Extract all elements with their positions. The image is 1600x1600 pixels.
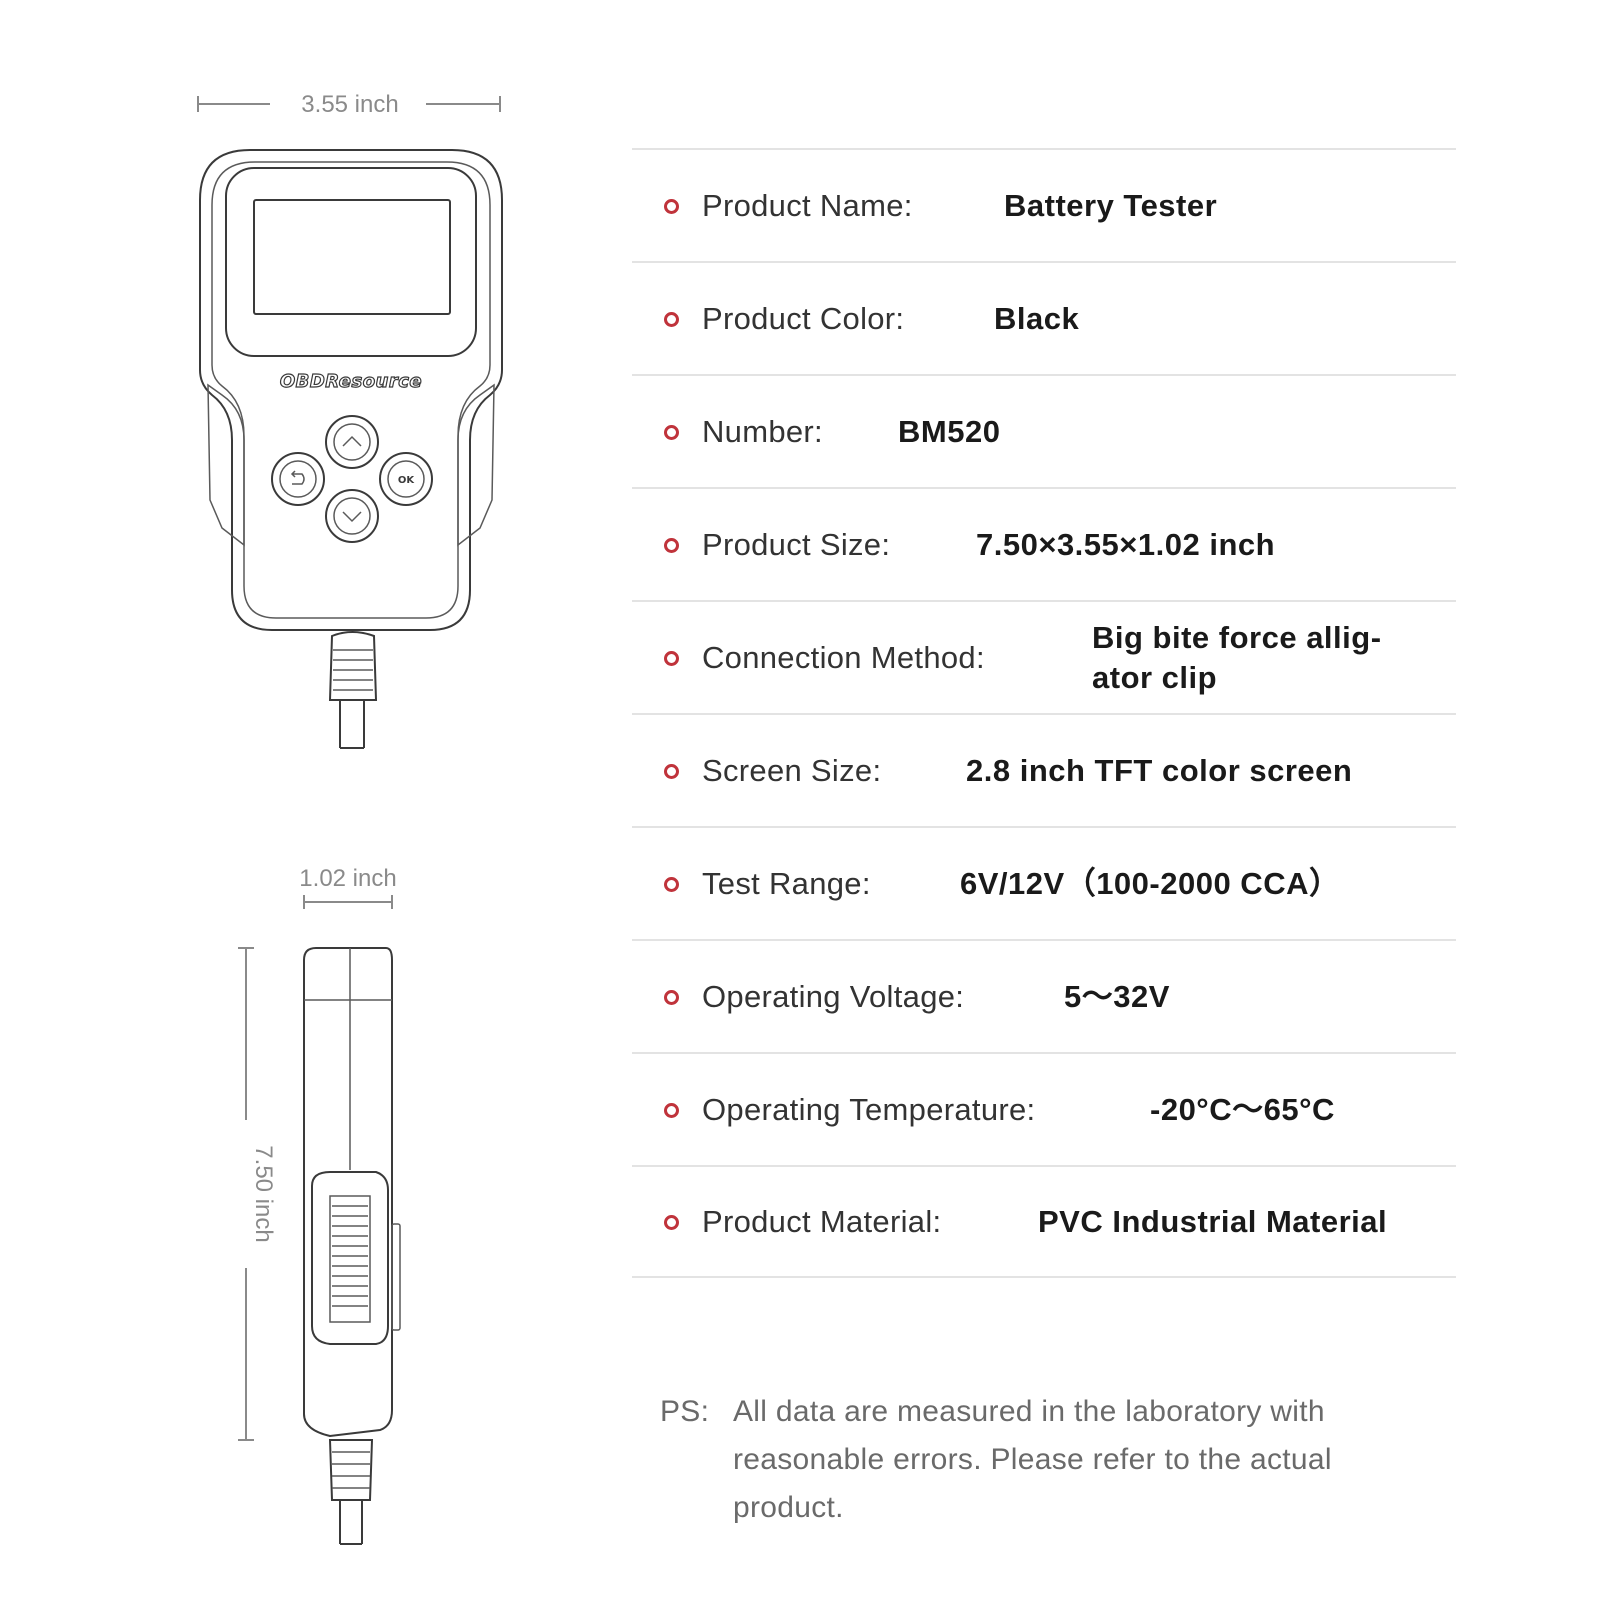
width-dimension-label: 3.55 inch — [301, 91, 398, 118]
ps-prefix: PS: — [660, 1395, 710, 1428]
ps-note: PS: All data are measured in the laborat… — [660, 1388, 1450, 1532]
back-arrow-icon — [290, 470, 305, 485]
bullet-icon — [664, 1214, 679, 1230]
device-drawing: 3.55 inch OBDResource — [197, 91, 503, 1545]
spec-value: 6V/12V（100-2000 CCA） — [960, 865, 1341, 901]
spec-value: 5～32V — [1064, 978, 1170, 1014]
width-dimension: 3.55 inch — [197, 91, 501, 118]
bullet-icon — [664, 763, 679, 779]
height-dimension-label: 7.50 inch — [250, 1145, 277, 1242]
spec-label: Product Size: — [702, 526, 891, 562]
spec-row-screen-size: Screen Size: 2.8 inch TFT color screen — [632, 713, 1456, 826]
spec-row-connection-method: Connection Method: Big bite force allig-… — [632, 600, 1456, 713]
down-button[interactable] — [325, 489, 379, 543]
up-button[interactable] — [325, 415, 379, 469]
bullet-icon — [664, 311, 679, 327]
spec-label: Product Color: — [702, 300, 905, 336]
bullet-icon — [664, 650, 679, 666]
bullet-icon — [664, 424, 679, 440]
spec-label: Operating Temperature: — [702, 1091, 1036, 1127]
ok-icon: OK — [398, 475, 416, 486]
spec-label: Screen Size: — [702, 752, 882, 788]
depth-dimension: 1.02 inch — [299, 865, 397, 909]
bullet-icon — [664, 876, 679, 892]
chevron-down-icon — [342, 511, 362, 523]
spec-value: 2.8 inch TFT color screen — [966, 752, 1353, 788]
spec-label: Product Material: — [702, 1203, 942, 1239]
spec-value: Battery Tester — [1004, 187, 1218, 223]
spec-value: Big bite force allig-ator clip — [1092, 619, 1382, 695]
spec-value: -20°C～65°C — [1150, 1091, 1335, 1127]
spec-row-product-name: Product Name: Battery Tester — [632, 148, 1456, 261]
spec-value: 7.50×3.55×1.02 inch — [976, 526, 1276, 562]
spec-label: Product Name: — [702, 187, 913, 223]
spec-value: Black — [994, 300, 1080, 336]
spec-label: Number: — [702, 413, 823, 449]
bullet-icon — [664, 537, 679, 553]
spec-label: Connection Method: — [702, 639, 985, 675]
bullet-icon — [664, 1102, 679, 1118]
spec-value: PVC Industrial Material — [1038, 1203, 1388, 1239]
spec-row-number: Number: BM520 — [632, 374, 1456, 487]
chevron-up-icon — [342, 435, 362, 447]
height-dimension: 7.50 inch — [238, 947, 277, 1441]
spec-label: Operating Voltage: — [702, 978, 965, 1014]
spec-row-product-color: Product Color: Black — [632, 261, 1456, 374]
ok-button[interactable]: OK — [379, 452, 433, 506]
spec-label: Test Range: — [702, 865, 871, 901]
spec-row-operating-temperature: Operating Temperature: -20°C～65°C — [632, 1052, 1456, 1165]
side-view — [303, 947, 401, 1545]
spec-value: BM520 — [898, 413, 1001, 449]
spec-row-product-material: Product Material: PVC Industrial Materia… — [632, 1165, 1456, 1278]
ps-text: All data are measured in the laboratory … — [733, 1395, 1332, 1524]
spec-table: Product Name: Battery Tester Product Col… — [632, 148, 1456, 1278]
bullet-icon — [664, 198, 679, 214]
bullet-icon — [664, 989, 679, 1005]
spec-row-product-size: Product Size: 7.50×3.55×1.02 inch — [632, 487, 1456, 600]
spec-row-operating-voltage: Operating Voltage: 5～32V — [632, 939, 1456, 1052]
spec-row-test-range: Test Range: 6V/12V（100-2000 CCA） — [632, 826, 1456, 939]
brand-logo: OBDResource — [280, 371, 422, 392]
back-button[interactable] — [271, 452, 325, 506]
depth-dimension-label: 1.02 inch — [299, 865, 396, 892]
front-view: OBDResource OK — [199, 149, 503, 749]
